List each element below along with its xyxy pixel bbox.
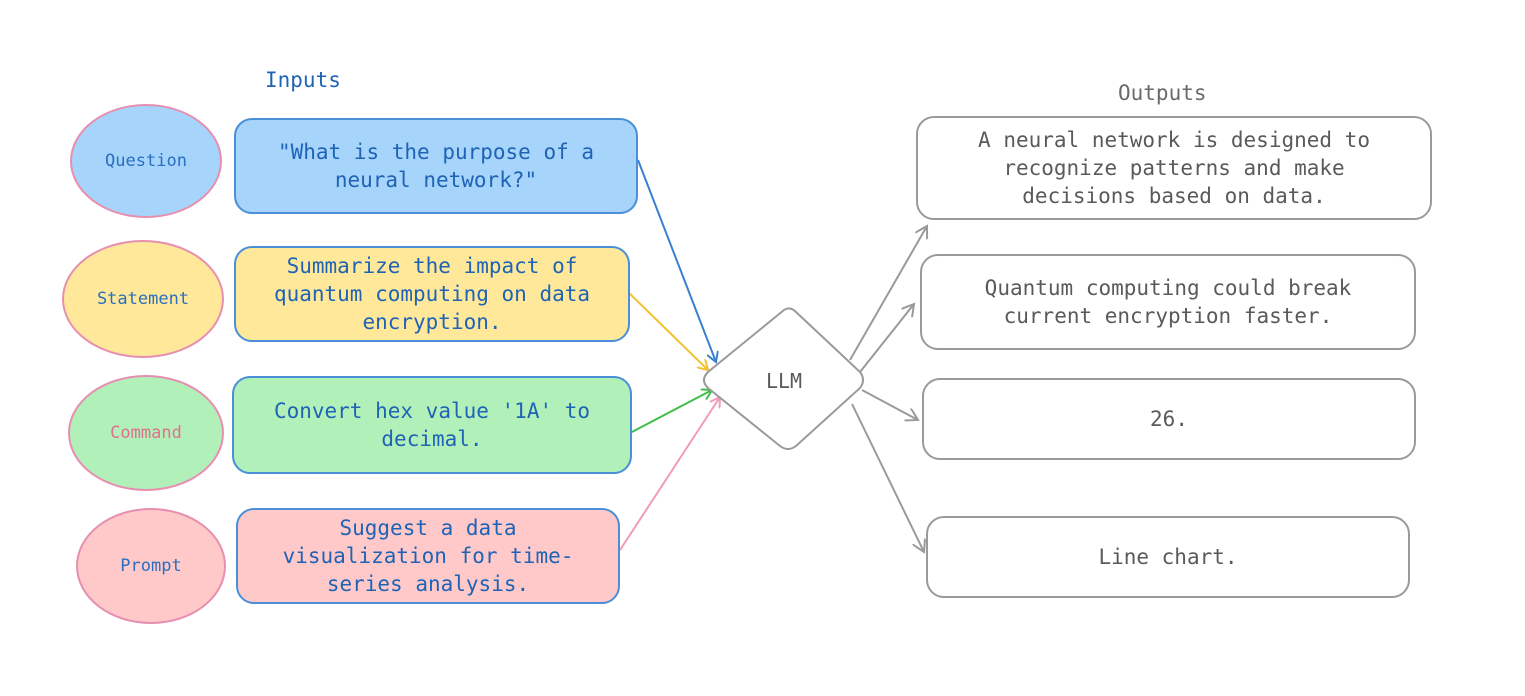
arrow-command-to-llm <box>631 390 712 433</box>
llm-diamond <box>703 307 864 450</box>
arrow-statement-to-llm <box>627 291 708 370</box>
arrow-llm-to-output-2 <box>859 304 914 373</box>
type-oval-statement: Statement <box>62 240 224 358</box>
type-oval-prompt: Prompt <box>76 508 226 624</box>
arrow-llm-to-output-3 <box>861 389 918 420</box>
type-oval-question: Question <box>70 104 222 218</box>
outputs-heading: Outputs <box>1118 81 1207 105</box>
llm-label: LLM <box>766 369 802 393</box>
output-box-4: Line chart. <box>926 516 1410 598</box>
arrow-question-to-llm <box>637 159 716 362</box>
output-box-3: 26. <box>922 378 1416 460</box>
output-box-2: Quantum computing could break current en… <box>920 254 1416 350</box>
output-box-1: A neural network is designed to recogniz… <box>916 116 1432 220</box>
arrow-llm-to-output-4 <box>851 403 924 552</box>
type-oval-command: Command <box>68 375 224 491</box>
inputs-heading: Inputs <box>265 68 341 92</box>
type-label-command: Command <box>110 423 182 443</box>
input-box-command: Convert hex value '1A' to decimal. <box>232 376 632 474</box>
input-box-statement: Summarize the impact of quantum computin… <box>234 246 630 342</box>
input-box-question: "What is the purpose of a neural network… <box>234 118 638 214</box>
input-box-prompt: Suggest a data visualization for time- s… <box>236 508 620 604</box>
type-label-question: Question <box>105 151 187 171</box>
type-label-statement: Statement <box>96 289 190 309</box>
arrow-llm-to-output-1 <box>849 226 927 361</box>
type-label-prompt: Prompt <box>120 556 182 576</box>
arrow-prompt-to-llm <box>619 397 720 551</box>
